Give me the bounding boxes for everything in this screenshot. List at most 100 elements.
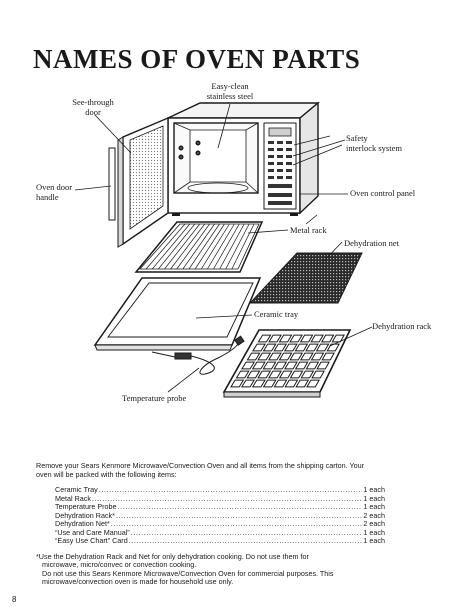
rack-cell	[278, 352, 293, 361]
dehydration-rack-cells	[230, 334, 345, 388]
rack-cell	[251, 379, 266, 388]
rack-cell	[311, 370, 325, 379]
rack-cell	[241, 361, 256, 370]
rack-cell	[299, 334, 314, 343]
label-oven-door-line1: Oven door	[36, 182, 73, 192]
item-name: Temperature Probe	[55, 502, 117, 511]
intro-line-1: Remove your Sears Kenmore Microwave/Conv…	[36, 461, 364, 470]
rack-cell	[230, 379, 245, 388]
footnote-line-2: microwave, micro/convec or convection co…	[42, 560, 197, 570]
oven-feet	[172, 213, 298, 216]
rack-cell	[331, 334, 345, 343]
footnote: *Use the Dehydration Rack and Net for on…	[36, 552, 436, 587]
item-name: Ceramic Tray	[55, 485, 98, 494]
rack-cell	[246, 352, 261, 361]
rack-cell	[289, 370, 304, 379]
oven-parts-diagram	[74, 101, 373, 398]
rack-cell	[251, 361, 266, 370]
label-dehydration-net: Dehydration net	[344, 238, 399, 248]
rack-cell	[289, 334, 303, 343]
rack-cell	[257, 334, 272, 343]
rack-cell	[273, 343, 288, 352]
list-item: Dehydration Rack* ......................…	[55, 510, 385, 521]
rack-cell	[257, 370, 272, 379]
rack-cell	[235, 370, 250, 379]
label-safety-interlock: Safety interlock system	[346, 133, 402, 153]
rack-cell	[299, 352, 314, 361]
oven-door	[108, 116, 169, 248]
rack-cell	[305, 361, 320, 370]
item-qty: 1 each	[363, 485, 385, 494]
rack-cell	[240, 379, 256, 388]
item-qty: 1 each	[363, 502, 385, 511]
rack-wire	[188, 223, 220, 270]
list-item: Metal Rack .............................…	[55, 493, 385, 504]
label-dehydration-rack: Dehydration rack	[372, 321, 432, 331]
item-qty: 1 each	[363, 527, 385, 537]
footnote-line-3: Do not use this Sears Kenmore Microwave/…	[42, 568, 334, 578]
rack-cell	[300, 370, 315, 379]
rack-cell	[294, 361, 309, 370]
intro-text: Remove your Sears Kenmore Microwave/Conv…	[36, 461, 436, 479]
rack-wire	[151, 223, 191, 270]
item-name: “Easy Use Chart” Card	[55, 536, 128, 545]
label-easy-clean: Easy-clean stainless steel	[200, 81, 260, 101]
leader-dots: ........................................…	[98, 486, 363, 494]
rack-cell	[278, 370, 293, 379]
item-qty: 1 each	[363, 536, 385, 545]
label-see-through-line1: See-through	[72, 97, 114, 107]
page-number: 8	[12, 595, 17, 604]
leader-dots: ........................................…	[91, 494, 363, 503]
rack-wire	[158, 223, 196, 270]
rack-wire	[176, 223, 210, 270]
page-title: NAMES OF OVEN PARTS	[33, 44, 361, 74]
rack-cell	[295, 379, 310, 388]
item-qty: 1 each	[363, 493, 385, 503]
rack-cell	[320, 334, 335, 343]
label-safety-line2: interlock system	[346, 142, 402, 153]
rack-cell	[268, 370, 282, 379]
list-item: Temperature Probe ......................…	[55, 502, 385, 512]
control-panel-buttons	[268, 141, 292, 205]
label-see-through-line2: door	[85, 106, 101, 117]
label-oven-door-line2: handle	[36, 191, 59, 202]
rack-wire	[200, 223, 230, 270]
rack-wire	[194, 223, 225, 270]
item-qty: 2 each	[363, 510, 385, 520]
rack-cell	[315, 343, 330, 352]
rack-wire	[225, 223, 250, 270]
footnote-line-1: *Use the Dehydration Rack and Net for on…	[36, 552, 309, 561]
rack-cell	[284, 361, 298, 370]
rack-cell	[262, 343, 277, 352]
list-item: “Use and Care Manual” ..................…	[55, 527, 385, 538]
label-oven-door-handle: Oven door handle	[36, 182, 73, 202]
items-list: Ceramic Tray ...........................…	[55, 485, 385, 546]
rack-cell	[262, 361, 277, 370]
rack-wire	[164, 223, 201, 270]
rack-cell	[267, 352, 282, 361]
rack-cell	[316, 361, 330, 370]
label-easy-clean-line2: stainless steel	[206, 90, 254, 101]
rack-wire	[219, 223, 245, 270]
rack-cell	[273, 361, 288, 370]
leader-dots: ........................................…	[128, 537, 363, 545]
rack-cell	[283, 343, 298, 352]
dehydration-net	[248, 252, 363, 304]
list-item: Dehydration Net* .......................…	[55, 519, 385, 529]
leader-dots: ........................................…	[130, 528, 363, 537]
label-temperature-probe: Temperature probe	[122, 393, 187, 403]
rack-cell	[310, 352, 325, 361]
rack-cell	[262, 379, 277, 388]
oven-body	[167, 101, 320, 215]
rack-cell	[257, 352, 272, 361]
item-qty: 2 each	[363, 519, 385, 528]
label-oven-control-panel: Oven control panel	[350, 188, 416, 198]
rack-cell	[252, 343, 266, 352]
leader-dots: ........................................…	[110, 520, 363, 528]
rack-cell	[321, 352, 335, 361]
rack-cell	[294, 343, 309, 352]
rack-cell	[273, 379, 288, 388]
rack-cell	[268, 334, 282, 343]
rack-cell	[278, 334, 293, 343]
intro-line-2: oven will be packed with the following i…	[36, 469, 177, 479]
